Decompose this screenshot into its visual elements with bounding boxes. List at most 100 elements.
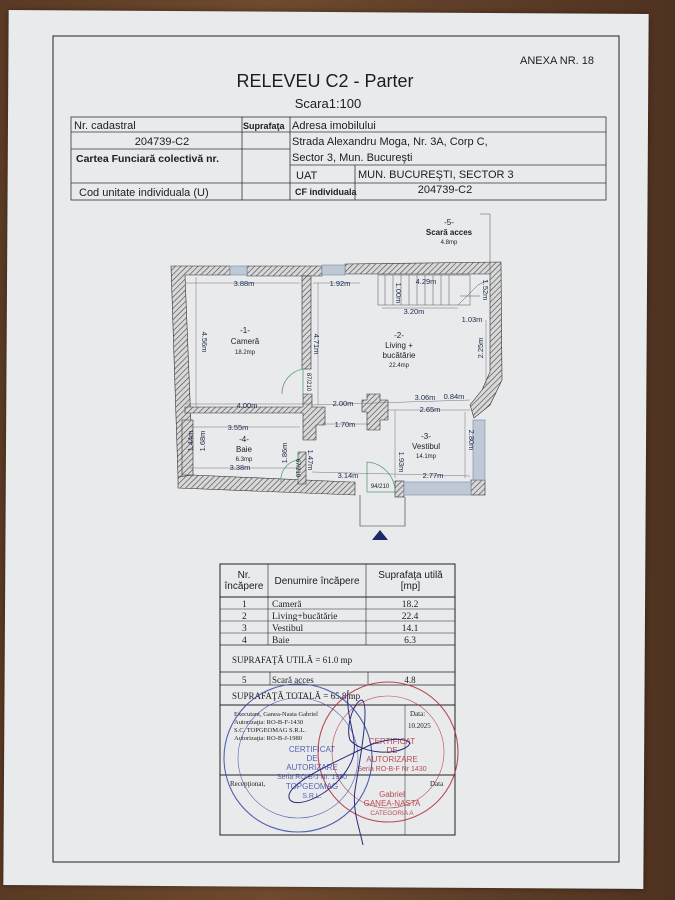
dim-label: 1.92m bbox=[330, 279, 351, 288]
dim-label: 3.06m bbox=[415, 393, 436, 402]
cf-colectiva-label: Cartea Funciară colectivă nr. bbox=[76, 153, 219, 165]
stairs bbox=[377, 213, 491, 306]
date-value: 10.2025 bbox=[408, 722, 431, 730]
room-name: Living+bucătărie bbox=[272, 612, 338, 622]
svg-text:CATEGORIA A: CATEGORIA A bbox=[370, 810, 414, 817]
executant-line: Autorizaţia: RO-B-F-1430 bbox=[234, 719, 303, 726]
page-title: RELEVEU C2 - Parter bbox=[236, 71, 413, 91]
svg-text:CERTIFICAT: CERTIFICAT bbox=[289, 745, 335, 754]
dim-label: 3.20m bbox=[404, 307, 425, 316]
suprafata-totala: SUPRAFAŢĂ TOTALĂ = 65.8 mp bbox=[232, 691, 361, 701]
svg-text:AUTORIZARE: AUTORIZARE bbox=[366, 755, 417, 764]
nr-cadastral-label: Nr. cadastral bbox=[74, 120, 136, 132]
dimension-lines bbox=[186, 277, 487, 478]
dim-label: 2.25m bbox=[476, 338, 485, 359]
dim-label: 2.77m bbox=[423, 471, 444, 480]
address-line2: Sector 3, Mun. Bucureşti bbox=[292, 152, 412, 164]
row5-nr: 5 bbox=[242, 675, 247, 685]
floor-plan: 3.88m 4.56m 4.00m 3.55m 1.44m 1.68m 3.38… bbox=[170, 213, 503, 540]
adresa-label: Adresa imobilului bbox=[292, 120, 376, 132]
room-name: Cameră bbox=[272, 600, 302, 610]
executant-line: S.C. TOPGEOMAG S.R.L. bbox=[234, 727, 306, 734]
uat-value: MUN. BUCUREŞTI, SECTOR 3 bbox=[358, 169, 514, 181]
walls bbox=[170, 261, 503, 498]
room-area: 18.2 bbox=[402, 600, 419, 610]
cf-individuala-value: 204739-C2 bbox=[418, 184, 472, 196]
dim-label: 1.03m bbox=[462, 315, 483, 324]
room-nr: 1 bbox=[242, 600, 247, 610]
executant-line: Executant, Ganea-Nasta Gabriel bbox=[234, 711, 318, 718]
suprafata-label: Suprafaţa bbox=[243, 121, 286, 131]
dim-label: 1.70m bbox=[335, 420, 356, 429]
dim-label: 2.80m bbox=[467, 430, 476, 451]
dim-label: 4.29m bbox=[416, 277, 437, 286]
dim-label: 1.86m bbox=[280, 443, 289, 464]
svg-text:DE: DE bbox=[386, 746, 397, 755]
svg-text:CERTIFICAT: CERTIFICAT bbox=[369, 737, 415, 746]
dim-label: 1.52m bbox=[481, 280, 490, 301]
scale-label: Scara1:100 bbox=[295, 96, 362, 111]
dim-label: 4.56m bbox=[200, 332, 209, 353]
dim-label: 4.00m bbox=[237, 401, 258, 410]
svg-text:DE: DE bbox=[306, 754, 317, 763]
suprafata-utila: SUPRAFAŢĂ UTILĂ = 61.0 mp bbox=[232, 655, 353, 665]
room-number: -1- bbox=[240, 326, 250, 335]
annex-label: ANEXA NR. 18 bbox=[520, 55, 594, 67]
svg-text:Gabriel: Gabriel bbox=[379, 790, 405, 799]
cod-unitate-label: Cod unitate individuala (U) bbox=[79, 187, 209, 199]
doors bbox=[280, 368, 396, 493]
room-name: bucătărie bbox=[383, 351, 416, 360]
windows bbox=[229, 264, 486, 496]
room-number: -4- bbox=[239, 435, 249, 444]
header-denumire: Denumire încăpere bbox=[274, 575, 360, 587]
svg-text:S.R.L.: S.R.L. bbox=[302, 793, 322, 800]
room-area: 6.3 bbox=[404, 636, 416, 646]
row5-name: Scară acces bbox=[272, 675, 314, 685]
room-table bbox=[219, 563, 456, 836]
nr-cadastral-value: 204739-C2 bbox=[135, 136, 189, 148]
dim-label: 1.00m bbox=[394, 283, 403, 304]
dim-label: 3.88m bbox=[234, 279, 255, 288]
dim-label: 1.47m bbox=[306, 450, 315, 471]
info-table bbox=[70, 116, 607, 201]
dim-label: 1.44m bbox=[186, 431, 195, 452]
date-label: Data: bbox=[410, 710, 425, 718]
svg-text:Seria RO-B-J Nr. 1980: Seria RO-B-J Nr. 1980 bbox=[277, 774, 347, 781]
dim-label: 1.93m bbox=[397, 452, 406, 473]
room-nr: 2 bbox=[242, 612, 247, 622]
header-suprafata: Suprafaţa utilă [mp] bbox=[378, 570, 443, 592]
date2-label: Data bbox=[430, 780, 444, 788]
room-area: 6.3mp bbox=[236, 457, 253, 463]
room-area: 14.1 bbox=[402, 624, 419, 634]
room-number: -2- bbox=[394, 331, 404, 340]
dim-label: 3.55m bbox=[228, 423, 249, 432]
uat-label: UAT bbox=[296, 170, 317, 182]
room-area: 18.2mp bbox=[235, 350, 256, 356]
room-name: Vestibul bbox=[272, 624, 304, 634]
dim-label: 2.00m bbox=[333, 399, 354, 408]
room-area: 14.1mp bbox=[416, 454, 437, 460]
executant-line: Autorizaţia: RO-B-J-1980 bbox=[234, 735, 302, 742]
svg-text:GANEA-NASTA: GANEA-NASTA bbox=[364, 799, 421, 808]
room-name: Living + bbox=[385, 341, 413, 350]
header-nr: Nr. încăpere bbox=[224, 570, 264, 592]
door-label: 67/210 bbox=[294, 459, 300, 478]
entrance-arrow-icon bbox=[372, 530, 388, 540]
room-nr: 3 bbox=[242, 624, 247, 634]
room-name: Baie bbox=[272, 636, 289, 646]
dim-label: 3.38m bbox=[230, 463, 251, 472]
room-number: -5- bbox=[444, 218, 454, 227]
dim-label: 2.65m bbox=[420, 405, 441, 414]
cf-individuala-label: CF individuala bbox=[295, 187, 358, 197]
room-area: 4.8mp bbox=[441, 240, 458, 246]
svg-text:AUTORIZARE: AUTORIZARE bbox=[286, 763, 337, 772]
room-name: Cameră bbox=[231, 337, 260, 346]
svg-text:Seria RO-B-F Nr 1430: Seria RO-B-F Nr 1430 bbox=[357, 766, 426, 773]
svg-text:TOPGEOMAG: TOPGEOMAG bbox=[286, 782, 338, 791]
dim-label: 4.71m bbox=[312, 334, 321, 355]
room-nr: 4 bbox=[242, 636, 247, 646]
